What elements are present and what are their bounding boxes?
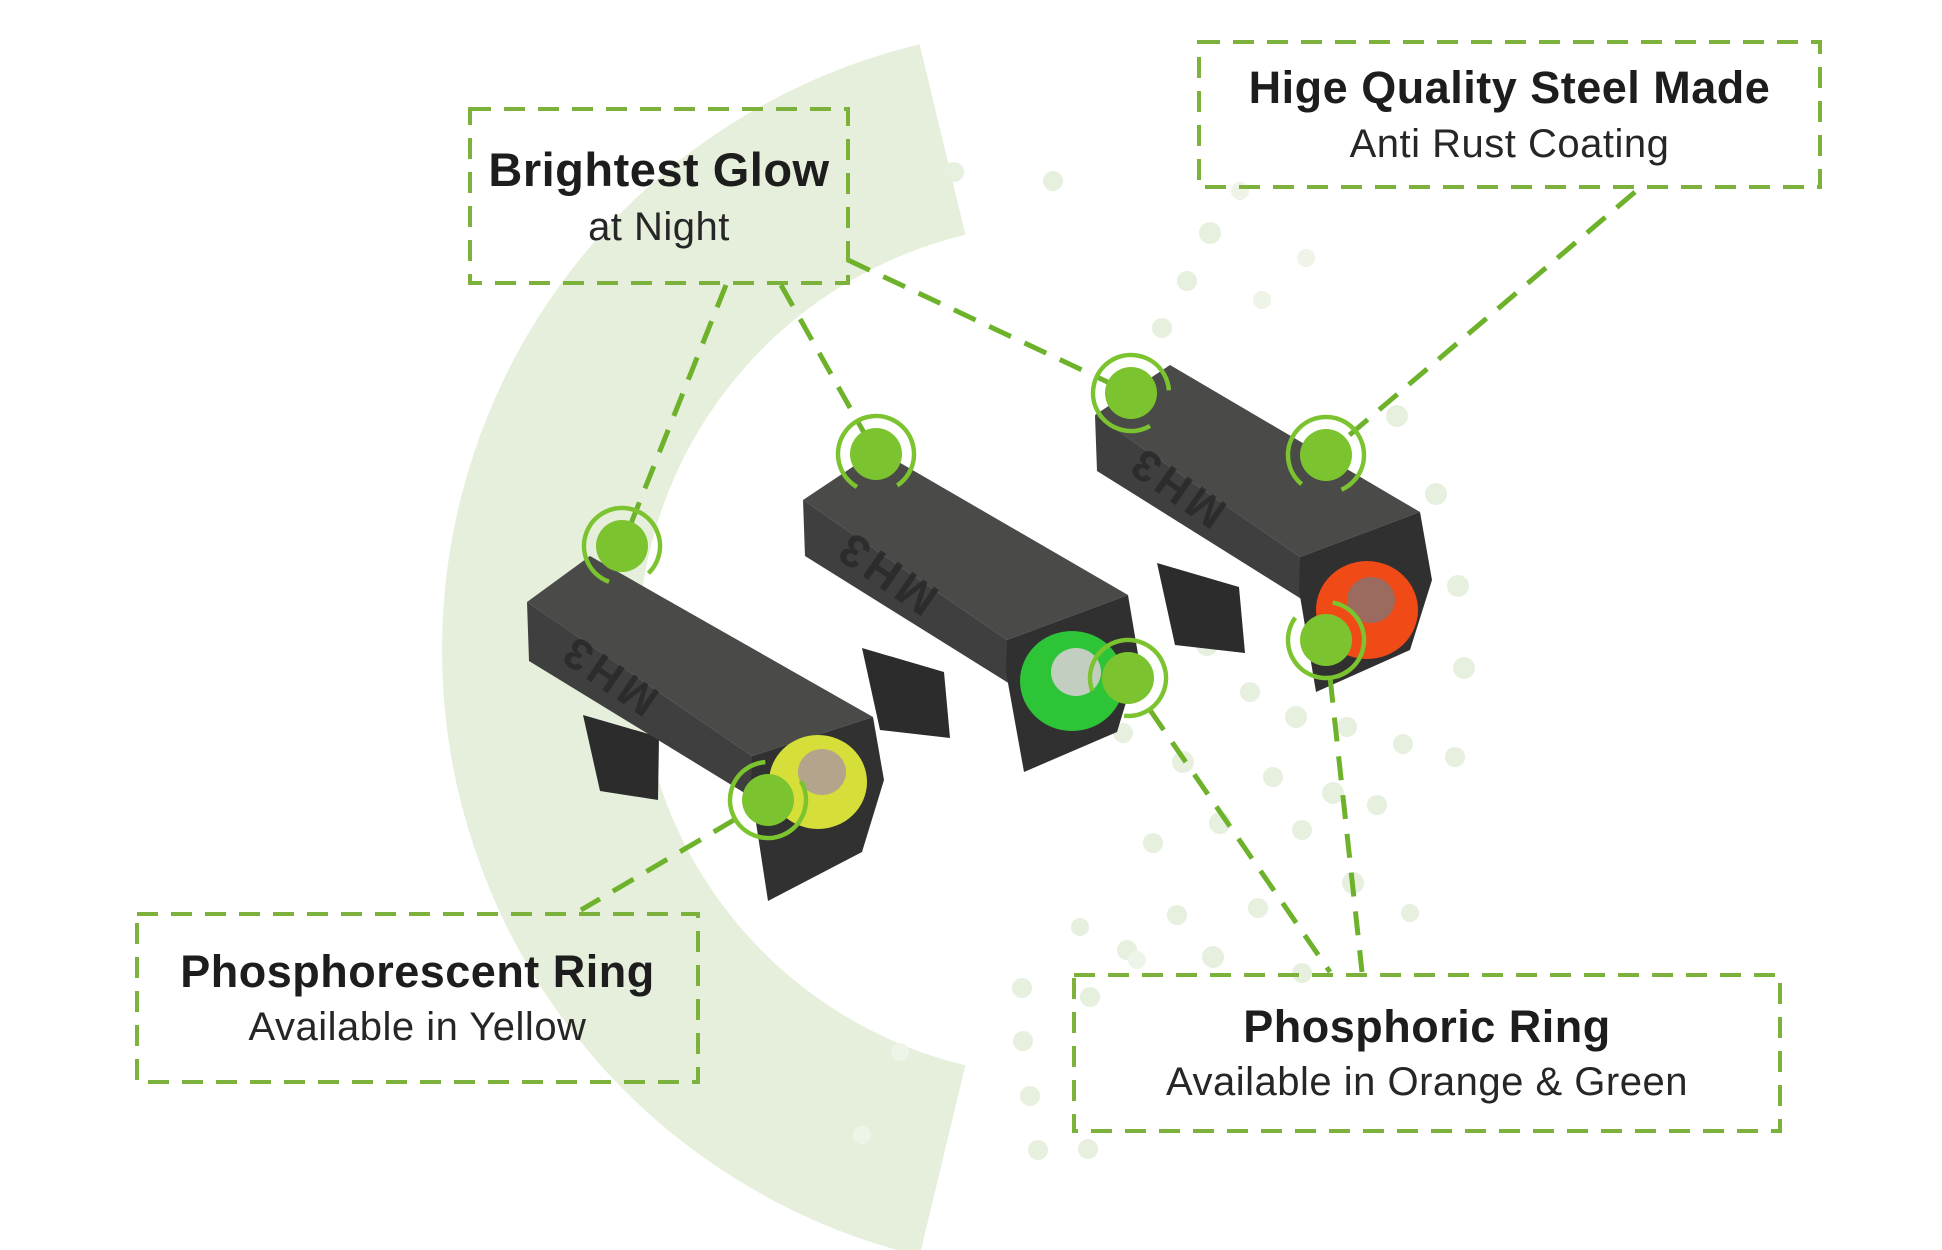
ring-hole [798,749,846,795]
connector-line [1125,676,1333,974]
sight-stem [1157,563,1245,653]
highlight-marker [581,505,663,587]
highlight-markers [581,352,1367,841]
callout-border-steel-quality [1197,40,1822,189]
highlight-marker [1285,599,1367,681]
highlight-marker [1090,352,1172,434]
sight-stem [862,648,950,738]
connector-line [846,257,1133,396]
sight-top-face [527,556,873,756]
connector-line [778,283,879,456]
connector-line [619,284,729,547]
connector-line [1323,639,1365,973]
sight-side-face [527,602,756,800]
callout-borders [135,40,1822,1133]
sight-top-face [803,450,1128,640]
connector-line [1324,190,1637,457]
product-sight-yellow: MH3 [527,556,884,901]
sight-top-face [1095,365,1420,557]
callout-border-phosphoric-ring [1072,973,1782,1133]
sight-side-face [1095,415,1303,600]
ring-hole [1347,577,1395,623]
callout-border-phosphorescent-ring [135,912,700,1084]
highlight-marker [1087,637,1169,719]
product-sight-orange: MH3 [1095,365,1432,692]
connector-lines [579,190,1637,974]
sight-side-face [803,500,1010,684]
sight-stem [583,715,659,800]
callout-border-brightest-glow [468,107,850,285]
